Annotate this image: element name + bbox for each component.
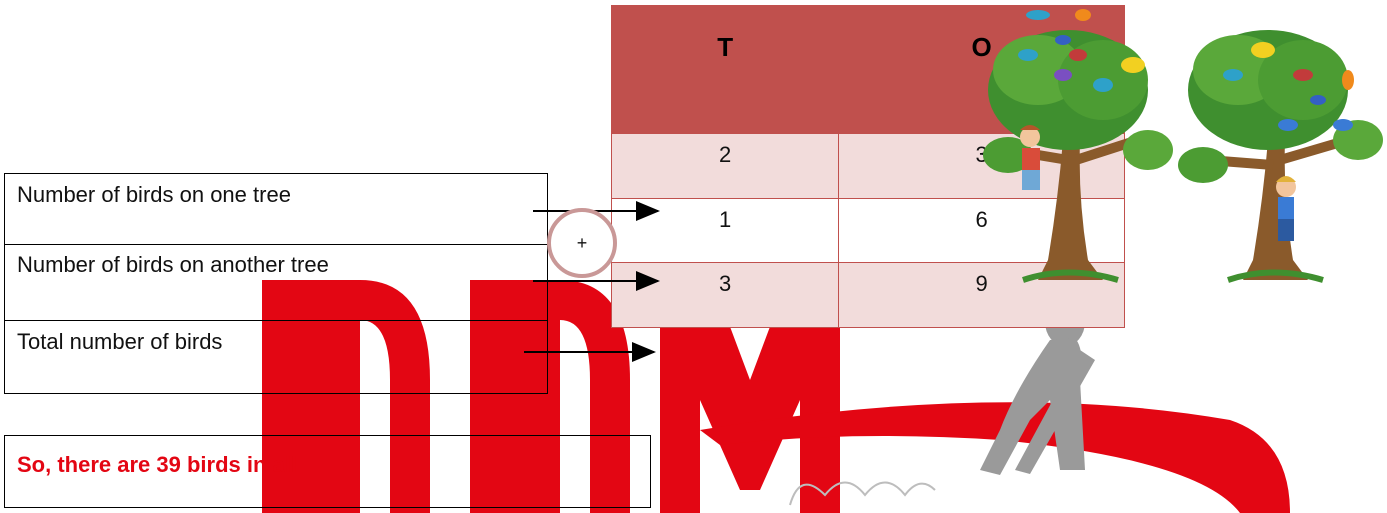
tree-icon — [983, 30, 1173, 283]
trees-with-birds-icon — [983, 9, 1383, 283]
plus-operator: + — [547, 208, 617, 278]
cell-tens: 1 — [610, 197, 840, 264]
label-total-birds: Total number of birds — [4, 320, 548, 394]
plus-sign: + — [576, 232, 588, 253]
watermark-scribble — [789, 481, 936, 506]
child-icon — [1276, 176, 1296, 241]
label-birds-one-tree: Number of birds on one tree — [4, 173, 548, 245]
cell-tens: 3 — [610, 262, 840, 328]
header-tens: T — [610, 5, 840, 134]
watermark-letters — [262, 280, 840, 513]
tree-icon — [1178, 30, 1383, 283]
label-text: Total number of birds — [17, 329, 223, 354]
answer-text: So, there are 39 birds in all — [17, 452, 297, 477]
place-value-table: T O 2 3 1 6 3 9 — [610, 5, 1125, 328]
watermark-swoosh — [700, 402, 1290, 513]
label-birds-another-tree: Number of birds on another tree — [4, 244, 548, 321]
child-icon — [1020, 125, 1040, 190]
header-ones: O — [838, 5, 1125, 134]
birds-icon — [1018, 9, 1354, 131]
cell-tens: 2 — [610, 133, 840, 199]
answer-box: So, there are 39 birds in all — [4, 435, 651, 508]
label-text: Number of birds on one tree — [17, 182, 291, 207]
label-text: Number of birds on another tree — [17, 252, 329, 277]
